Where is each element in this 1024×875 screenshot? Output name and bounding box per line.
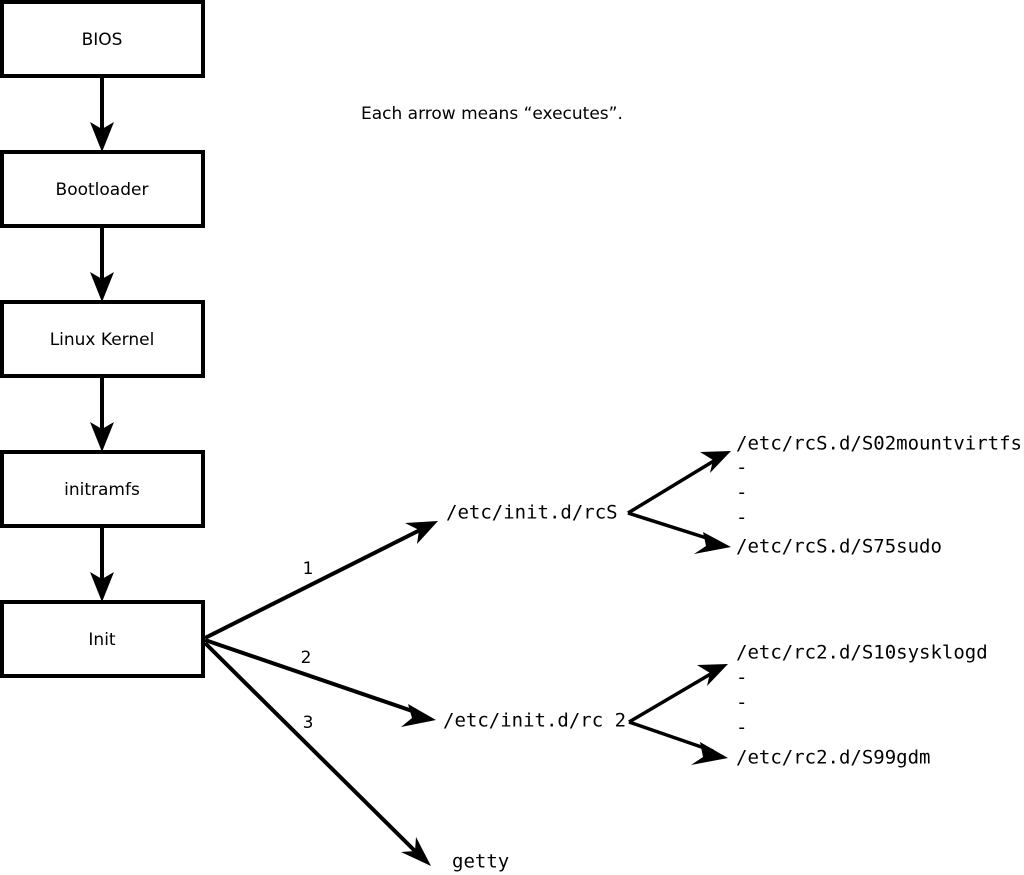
node-bootloader-label: Bootloader [56, 180, 149, 200]
arrow-init-branch-1: 1 [204, 521, 438, 640]
arrow-init-branch-2-number: 2 [301, 648, 312, 668]
node-bootloader: Bootloader [0, 150, 205, 228]
rcs-ellipsis-dash-3: - [736, 507, 747, 529]
arrow-init-branch-2: 2 [204, 638, 436, 727]
node-bios: BIOS [0, 0, 205, 78]
node-linux-kernel-label: Linux Kernel [50, 330, 155, 350]
diagram-caption: Each arrow means “executes”. [361, 104, 623, 124]
node-linux-kernel: Linux Kernel [0, 300, 205, 378]
rc2-script-last: /etc/rc2.d/S99gdm [736, 747, 930, 769]
node-init-box [0, 600, 205, 678]
rcs-ellipsis-dash-1: - [736, 457, 747, 479]
arrow-kernel-to-initramfs [90, 376, 114, 452]
node-bios-box [0, 0, 205, 78]
arrow-rcs-to-first-script [627, 451, 731, 515]
arrow-initramfs-to-init [90, 526, 114, 602]
branch-label-rc2: /etc/init.d/rc 2 [443, 710, 626, 732]
arrow-rc2-to-first-script [628, 664, 728, 724]
arrow-rc2-to-last-script [628, 720, 728, 765]
arrow-init-branch-3-number: 3 [303, 713, 314, 733]
branch-label-getty: getty [452, 851, 509, 873]
arrow-bios-to-bootloader [90, 76, 114, 152]
rcs-script-last: /etc/rcS.d/S75sudo [736, 536, 942, 558]
node-bios-label: BIOS [82, 30, 123, 50]
branch-label-rcs: /etc/init.d/rcS [446, 502, 618, 524]
rcs-script-first: /etc/rcS.d/S02mountvirtfs [736, 433, 1022, 455]
node-init-label: Init [88, 630, 116, 650]
rc2-ellipsis-dash-2: - [736, 692, 747, 714]
node-initramfs: initramfs [0, 450, 205, 528]
rc2-script-first: /etc/rc2.d/S10sysklogd [736, 642, 988, 664]
node-initramfs-label: initramfs [64, 480, 140, 500]
node-initramfs-box [0, 450, 205, 528]
rcs-ellipsis-dash-2: - [736, 482, 747, 504]
arrow-init-branch-3: 3 [203, 641, 431, 866]
arrow-init-branch-1-number: 1 [303, 559, 314, 579]
node-init: Init [0, 600, 205, 678]
rc2-ellipsis-dash-3: - [736, 717, 747, 739]
rc2-ellipsis-dash-1: - [736, 667, 747, 689]
arrow-rcs-to-last-script [627, 511, 731, 554]
arrow-bootloader-to-kernel [90, 226, 114, 302]
